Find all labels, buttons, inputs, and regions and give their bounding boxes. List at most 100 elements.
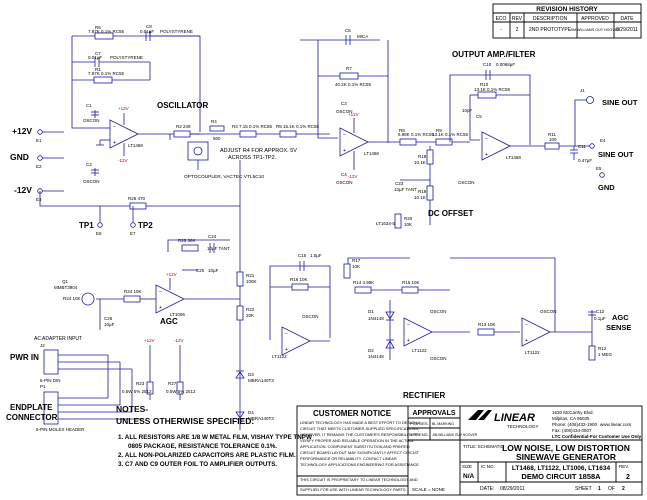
d4-label: D4 bbox=[248, 410, 254, 415]
size-label: SIZE bbox=[462, 464, 472, 469]
r22-value: 20K bbox=[246, 313, 254, 318]
pwr-pos-rail: +12V bbox=[144, 338, 155, 343]
mica-label: MICA bbox=[357, 34, 368, 39]
endplate-title: CONNECTOR bbox=[6, 413, 58, 422]
output-amp-title: OUTPUT AMP./FILTER bbox=[452, 50, 536, 59]
c3-label: C3 bbox=[341, 101, 347, 106]
logo-text: LINEAR bbox=[494, 412, 535, 424]
agc-title: AGC bbox=[160, 317, 178, 326]
r18-label: R18 bbox=[418, 154, 427, 159]
oscillator-title: OSCILLATOR bbox=[157, 101, 208, 110]
size-value: N/A bbox=[463, 473, 475, 480]
u1-neg-rail: -12V bbox=[118, 158, 128, 163]
e3-label: E3 bbox=[36, 197, 42, 202]
r7-value: 40.2K 0.1% RC55 bbox=[335, 82, 372, 87]
agc-sense-title-1: AGC bbox=[612, 313, 629, 322]
c12-label: C12 bbox=[596, 309, 605, 314]
app-eng-label: APP ENG. bbox=[410, 432, 429, 437]
r11-label: R11 bbox=[548, 132, 556, 137]
rev-header-approved: APPROVED bbox=[581, 16, 609, 22]
r8-label: R8 bbox=[399, 128, 405, 133]
notes-title: NOTES- bbox=[116, 404, 148, 414]
power-input-section: AC ADAPTER INPUT J2 PWR IN 6-PIN DIN P1 … bbox=[6, 336, 274, 432]
rev-description: 2ND PROTOTYPE bbox=[529, 27, 572, 33]
address-3: Phone: (408)432-1900 bbox=[552, 422, 598, 427]
note-3: 3. C7 AND C9 OUTER FOIL TO AMPLIFIER OUT… bbox=[118, 461, 277, 468]
gnd-label: GND bbox=[10, 152, 29, 162]
notice-line-4: VERIFY PROPER AND RELIABLE OPERATION IN … bbox=[300, 438, 415, 443]
scale-label: SCALE = NONE bbox=[412, 487, 445, 492]
address-2: Milpitas, CA 95035 bbox=[552, 416, 590, 421]
r19-value: 10.1K bbox=[414, 195, 426, 200]
notice-line-2: CIRCUIT THAT MEETS CUSTOMER-SUPPLIED SPE… bbox=[300, 426, 419, 431]
e1-label: E1 bbox=[36, 138, 42, 143]
rev-header-rev: REV bbox=[512, 16, 523, 22]
c8-label: C8 bbox=[146, 24, 152, 29]
r21-value: 100K bbox=[246, 279, 257, 284]
u3-minus: − bbox=[485, 136, 488, 142]
pwr-neg-rail: -12V bbox=[174, 338, 184, 343]
u5-part: LT1122 bbox=[272, 354, 287, 359]
rev-value: 2 bbox=[626, 474, 630, 481]
u2-plus: + bbox=[343, 148, 346, 154]
e7-label: E7 bbox=[130, 231, 136, 236]
c7-label: C7 bbox=[95, 51, 101, 56]
r1-label: R1 bbox=[95, 67, 101, 72]
u3-part: LT1468 bbox=[506, 155, 521, 160]
q1-value: MMBT3904 bbox=[54, 285, 78, 290]
r6-label: R6 bbox=[95, 25, 101, 30]
of-label: OF bbox=[608, 486, 615, 492]
c26-label: C26 bbox=[104, 316, 113, 321]
sheet-label: SHEET bbox=[575, 486, 592, 492]
r21-label: R21 bbox=[246, 273, 255, 278]
r16-label: R16 10K bbox=[290, 277, 308, 282]
date-value: 08/29/2011 bbox=[500, 486, 525, 492]
p1-label: P1 bbox=[40, 384, 46, 389]
rev-header-date: DATE bbox=[621, 16, 635, 22]
dc-offset-title: DC OFFSET bbox=[428, 209, 473, 218]
sine-out-1: SINE OUT bbox=[602, 98, 638, 107]
r26-label: R26 470 bbox=[128, 196, 146, 201]
sine-out-2: SINE OUT bbox=[598, 150, 634, 159]
website: www.linear.com bbox=[600, 422, 632, 427]
r10-label: R10 bbox=[480, 82, 489, 87]
r27-label: R27 bbox=[168, 381, 177, 386]
oscon-7: OSCON bbox=[430, 309, 447, 314]
r20-value: 10K bbox=[404, 222, 412, 227]
r23-value: 0.5W 5% 2512 bbox=[122, 389, 152, 394]
notice-line-8: TECHNOLOGY APPLICATIONS ENGINEERING FOR … bbox=[300, 462, 420, 467]
u8-part: LT1634-5 bbox=[376, 221, 395, 226]
adjust-note-1: ADJUST R4 FOR APPROX. 5V bbox=[220, 148, 297, 154]
u7-plus: + bbox=[525, 338, 528, 344]
oscon-9: OSCON bbox=[540, 309, 557, 314]
sheet-total: 2 bbox=[622, 486, 625, 492]
j1-label: J1 bbox=[580, 88, 585, 93]
d2-value: 1N4148 bbox=[368, 354, 384, 359]
title-line-1: LOW NOISE, LOW DISTORTION bbox=[502, 443, 630, 453]
c10-label: C10 bbox=[483, 62, 492, 67]
ic-parts: LT1468, LT1122, LT1006, LT1634 bbox=[512, 465, 611, 472]
r27-value: 0.5W 5% 2512 bbox=[166, 389, 196, 394]
pcb-des-label: PCB DES. bbox=[410, 421, 429, 426]
u5-plus: + bbox=[285, 347, 288, 353]
r11-value: 100 bbox=[549, 137, 557, 142]
oscon-8: OSCON bbox=[430, 356, 447, 361]
tp1-label: TP1 bbox=[79, 221, 94, 230]
notes-subtitle: UNLESS OTHERWISE SPECIFIED: bbox=[116, 416, 254, 426]
approvals-title: APPROVALS bbox=[412, 410, 455, 417]
proprietary-line-2: SUPPLIED FOR USE WITH LINEAR TECHNOLOGY … bbox=[300, 487, 407, 492]
u2-pos-rail: +12V bbox=[348, 112, 359, 117]
oscon-4: OSCON bbox=[336, 180, 353, 185]
r13-label: R13 10K bbox=[478, 322, 496, 327]
u2-part: LT1468 bbox=[364, 151, 379, 156]
c20-label: C20 bbox=[196, 268, 205, 273]
r1-value: 7.87K 0.1% RC55 bbox=[88, 71, 125, 76]
notice-line-6: CIRCUIT BOARD LAYOUT MAY SIGNIFICANTLY A… bbox=[300, 450, 420, 455]
agc-sense-title: SENSE bbox=[606, 323, 631, 332]
proprietary-line-1: THIS CIRCUIT IS PROPRIETARY TO LINEAR TE… bbox=[300, 477, 418, 482]
u6-plus: + bbox=[407, 338, 410, 344]
r15-label: R15 10K bbox=[402, 280, 420, 285]
c1-value: C1 bbox=[86, 103, 92, 108]
